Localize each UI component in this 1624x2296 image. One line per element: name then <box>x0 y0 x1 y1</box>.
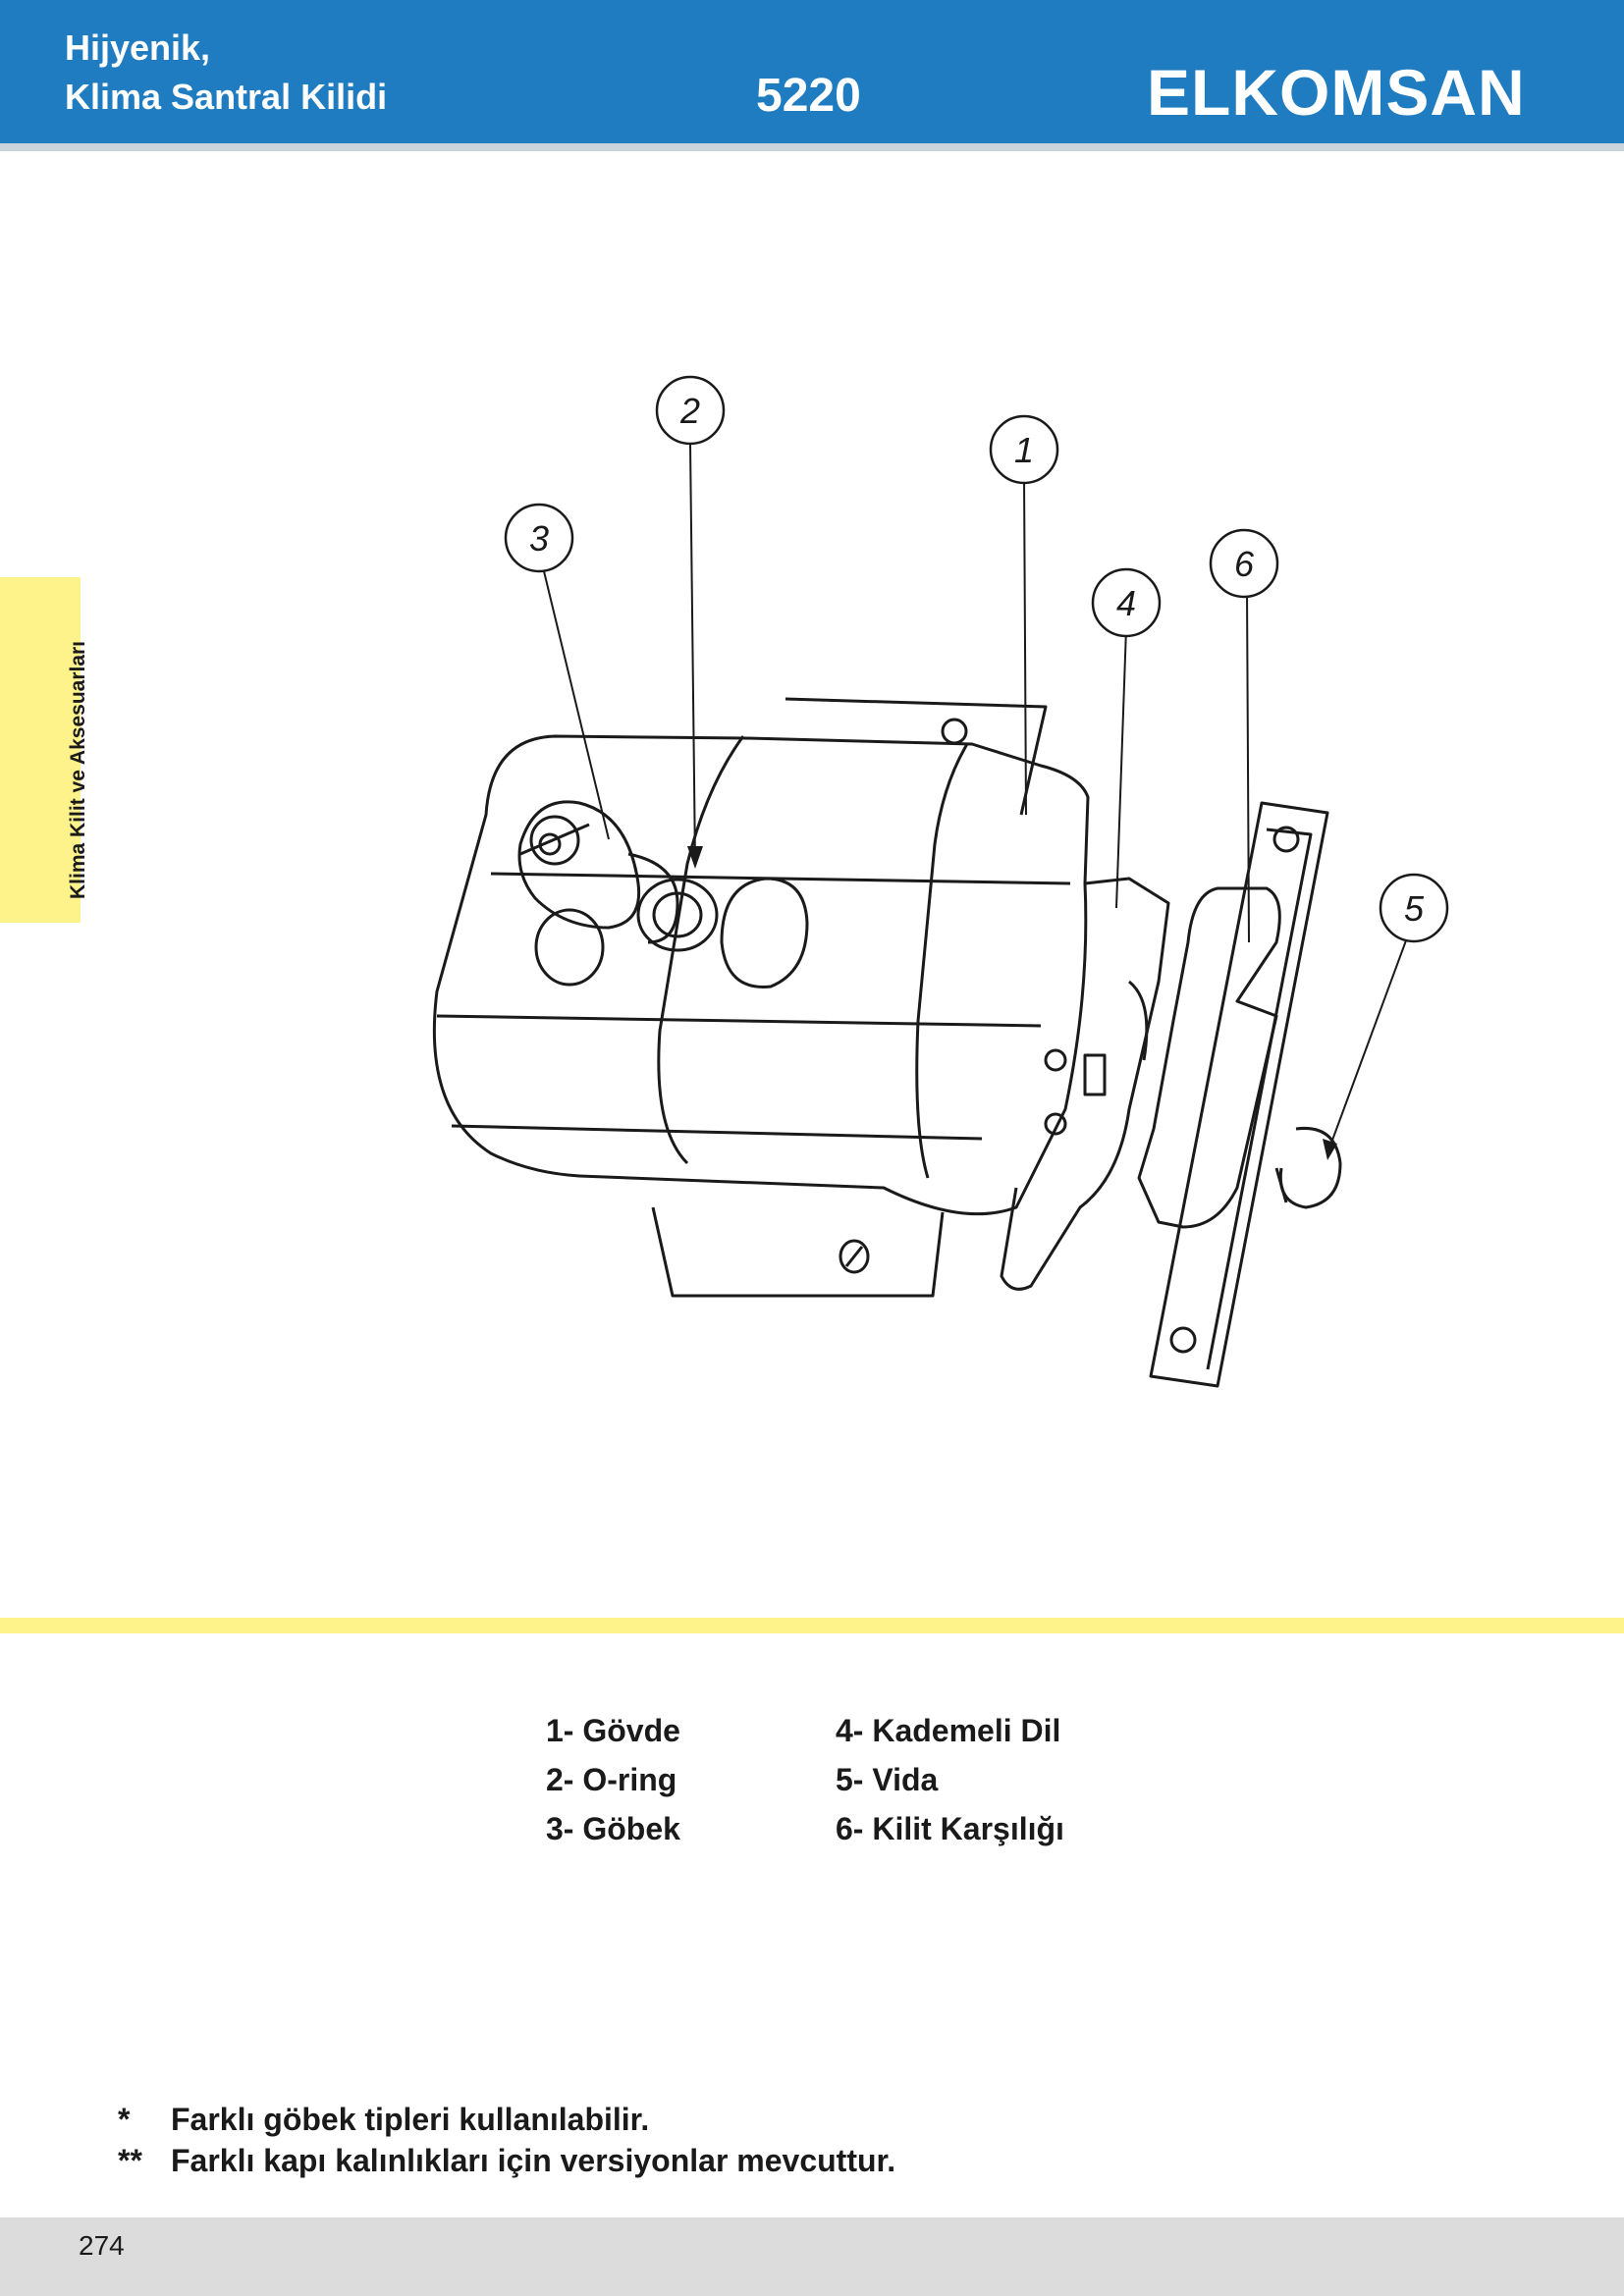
header-bar <box>0 0 1624 143</box>
note-marker: * <box>118 2102 131 2137</box>
side-tab-label: Klima Kilit ve Aksesuarları <box>67 640 89 899</box>
o-ring <box>636 878 719 952</box>
legend-item: 1- Gövde <box>546 1713 680 1748</box>
cylinder <box>517 800 641 930</box>
legend-right: 4- Kademeli Dil 5- Vida 6- Kilit Karşılı… <box>836 1706 1064 1853</box>
page-number: 274 <box>79 2230 125 2261</box>
callout-5: 5 <box>1404 888 1425 929</box>
note-marker: ** <box>118 2143 142 2178</box>
product-title: Hijyenik, Klima Santral Kilidi <box>65 24 387 122</box>
bottom-bracket <box>651 1206 945 1298</box>
legend-item: 2- O-ring <box>546 1762 677 1797</box>
stepped-latch <box>1000 877 1170 1291</box>
legend-item: 5- Vida <box>836 1762 939 1797</box>
bracket-screw-hole <box>839 1239 870 1274</box>
note-2: ** Farklı kapı kalınlıkları için versiyo… <box>118 2140 895 2181</box>
exploded-drawing: 1 2 3 4 5 6 <box>432 375 1449 1388</box>
screw <box>1278 1126 1342 1209</box>
brand-logo-text: ELKOMSAN <box>1147 56 1526 129</box>
footer-bar <box>0 2217 1624 2296</box>
legend-item: 4- Kademeli Dil <box>836 1713 1061 1748</box>
strike-hook <box>1137 886 1281 1229</box>
callout-2: 2 <box>679 391 700 431</box>
callout-4: 4 <box>1116 583 1136 623</box>
strike-plate <box>1149 801 1329 1388</box>
top-flange <box>785 697 1048 816</box>
callout-1: 1 <box>1014 430 1034 470</box>
product-code: 5220 <box>756 70 861 122</box>
callout-3: 3 <box>529 518 549 559</box>
note-text: Farklı kapı kalınlıkları için versiyonla… <box>171 2143 896 2178</box>
legend-item: 3- Göbek <box>546 1811 680 1846</box>
note-text: Farklı göbek tipleri kullanılabilir. <box>171 2102 650 2137</box>
divider-band <box>0 1618 1624 1633</box>
header-shadow <box>0 143 1624 151</box>
side-tab <box>0 577 81 923</box>
notes: * Farklı göbek tipleri kullanılabilir. *… <box>118 2099 895 2181</box>
legend-item: 6- Kilit Karşılığı <box>836 1811 1064 1846</box>
legend-left: 1- Gövde 2- O-ring 3- Göbek <box>546 1706 680 1853</box>
note-1: * Farklı göbek tipleri kullanılabilir. <box>118 2099 895 2140</box>
main-body <box>432 734 1090 1216</box>
callout-6: 6 <box>1234 544 1255 584</box>
product-title-line1: Hijyenik, <box>65 27 211 68</box>
product-title-line2: Klima Santral Kilidi <box>65 77 388 117</box>
